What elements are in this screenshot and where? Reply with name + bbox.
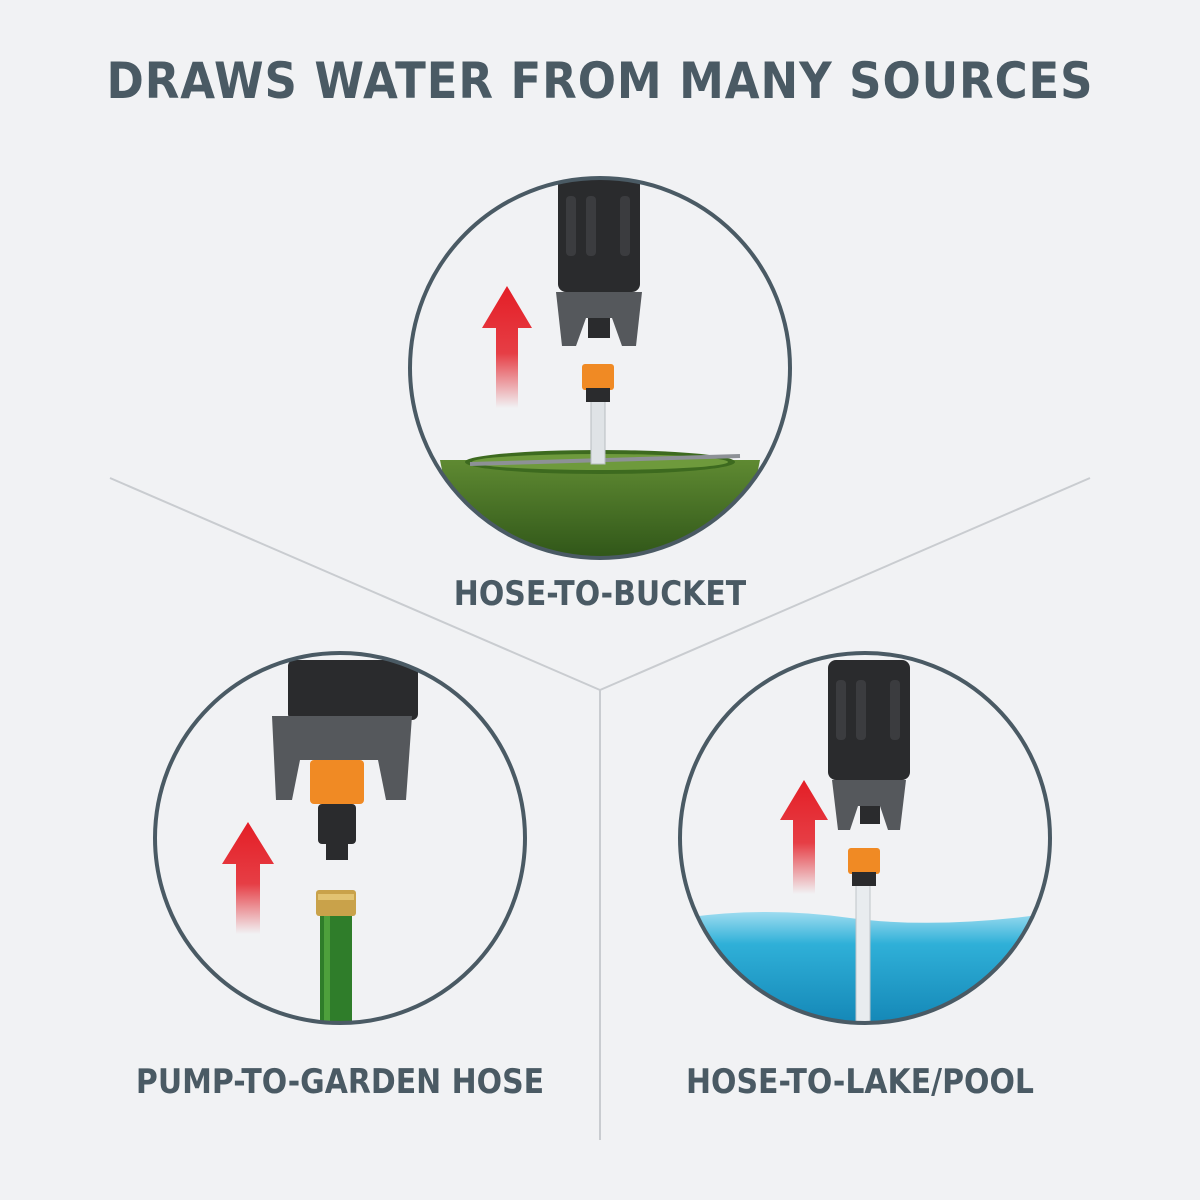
hose-to-lake-pool-illustration bbox=[678, 651, 1052, 1025]
pump-to-garden-hose-label: PUMP-TO-GARDEN HOSE bbox=[135, 1062, 545, 1102]
divider-lines bbox=[109, 477, 1091, 1140]
clear-hose bbox=[590, 397, 606, 465]
up-arrow-icon bbox=[482, 286, 532, 408]
hose-connector bbox=[582, 364, 614, 402]
hose-to-bucket-illustration bbox=[408, 176, 792, 560]
page-title: DRAWS WATER FROM MANY SOURCES bbox=[106, 52, 1094, 110]
up-arrow-icon bbox=[222, 822, 274, 934]
garden-hose bbox=[316, 890, 356, 1023]
hose-to-bucket-label: HOSE-TO-BUCKET bbox=[453, 574, 747, 614]
pump-connector bbox=[310, 760, 364, 860]
pump-body bbox=[272, 660, 418, 800]
pump-body bbox=[556, 178, 642, 346]
hose-connector bbox=[848, 848, 880, 886]
up-arrow-icon bbox=[780, 780, 828, 894]
bucket-image bbox=[440, 450, 760, 558]
pump-to-garden-hose-illustration bbox=[153, 651, 527, 1025]
pump-body bbox=[828, 660, 910, 830]
clear-hose bbox=[855, 883, 871, 1023]
hose-to-lake-pool-label: HOSE-TO-LAKE/POOL bbox=[686, 1062, 1034, 1102]
